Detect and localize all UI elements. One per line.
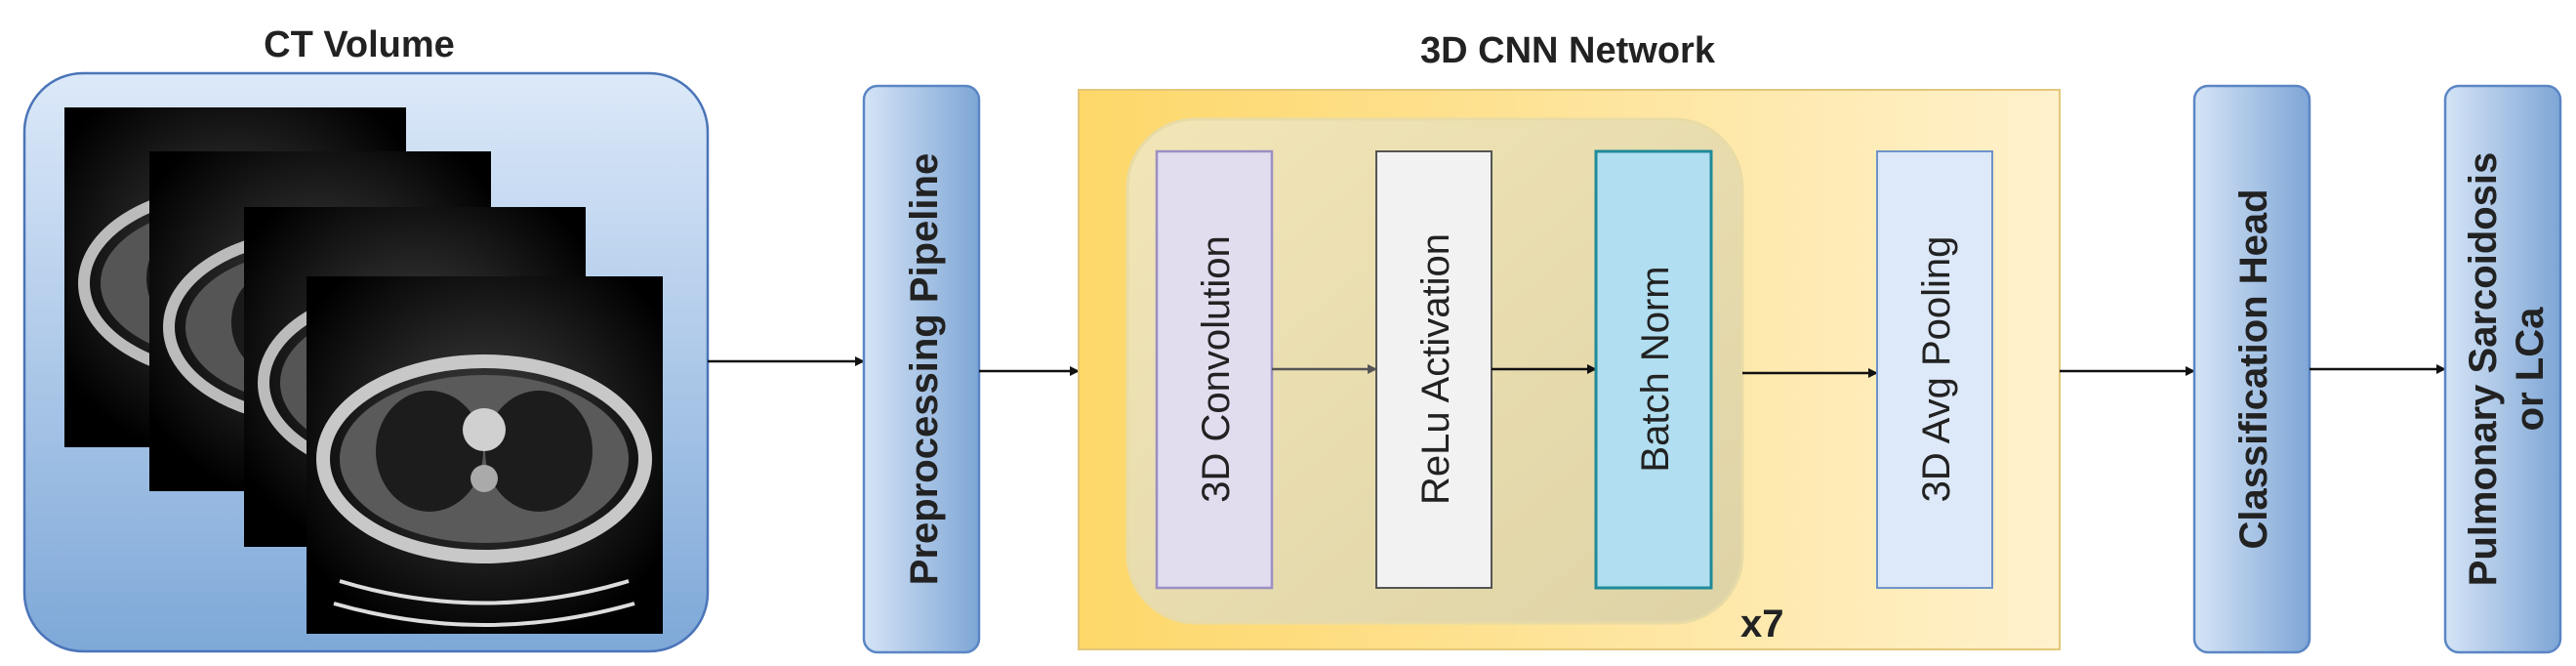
preprocessing-label: Preprocessing Pipeline bbox=[903, 153, 946, 585]
output-label-line1: Pulmonary Sarcoidosis bbox=[2462, 152, 2505, 587]
pooling-label: 3D Avg Pooling bbox=[1915, 236, 1958, 503]
network-title: 3D CNN Network bbox=[1420, 30, 1716, 71]
output-box bbox=[2443, 84, 2562, 654]
pooling-block bbox=[1876, 150, 1993, 589]
conv-label: 3D Convolution bbox=[1195, 235, 1238, 503]
relu-label: ReLu Activation bbox=[1414, 233, 1457, 505]
batch-norm-label: Batch Norm bbox=[1634, 266, 1677, 472]
classification-head-label: Classification Head bbox=[2232, 188, 2275, 549]
ct-slice-4 bbox=[307, 276, 663, 634]
conv-block bbox=[1155, 149, 1274, 590]
repeat-count: x7 bbox=[1740, 603, 1784, 645]
relu-block bbox=[1375, 150, 1492, 589]
ct-slice-stack bbox=[64, 107, 663, 634]
output-label-line2: or LCa bbox=[2509, 307, 2552, 431]
ct-volume-title: CT Volume bbox=[264, 24, 455, 65]
batch-norm-block bbox=[1594, 149, 1713, 590]
preprocessing-box bbox=[862, 84, 981, 654]
